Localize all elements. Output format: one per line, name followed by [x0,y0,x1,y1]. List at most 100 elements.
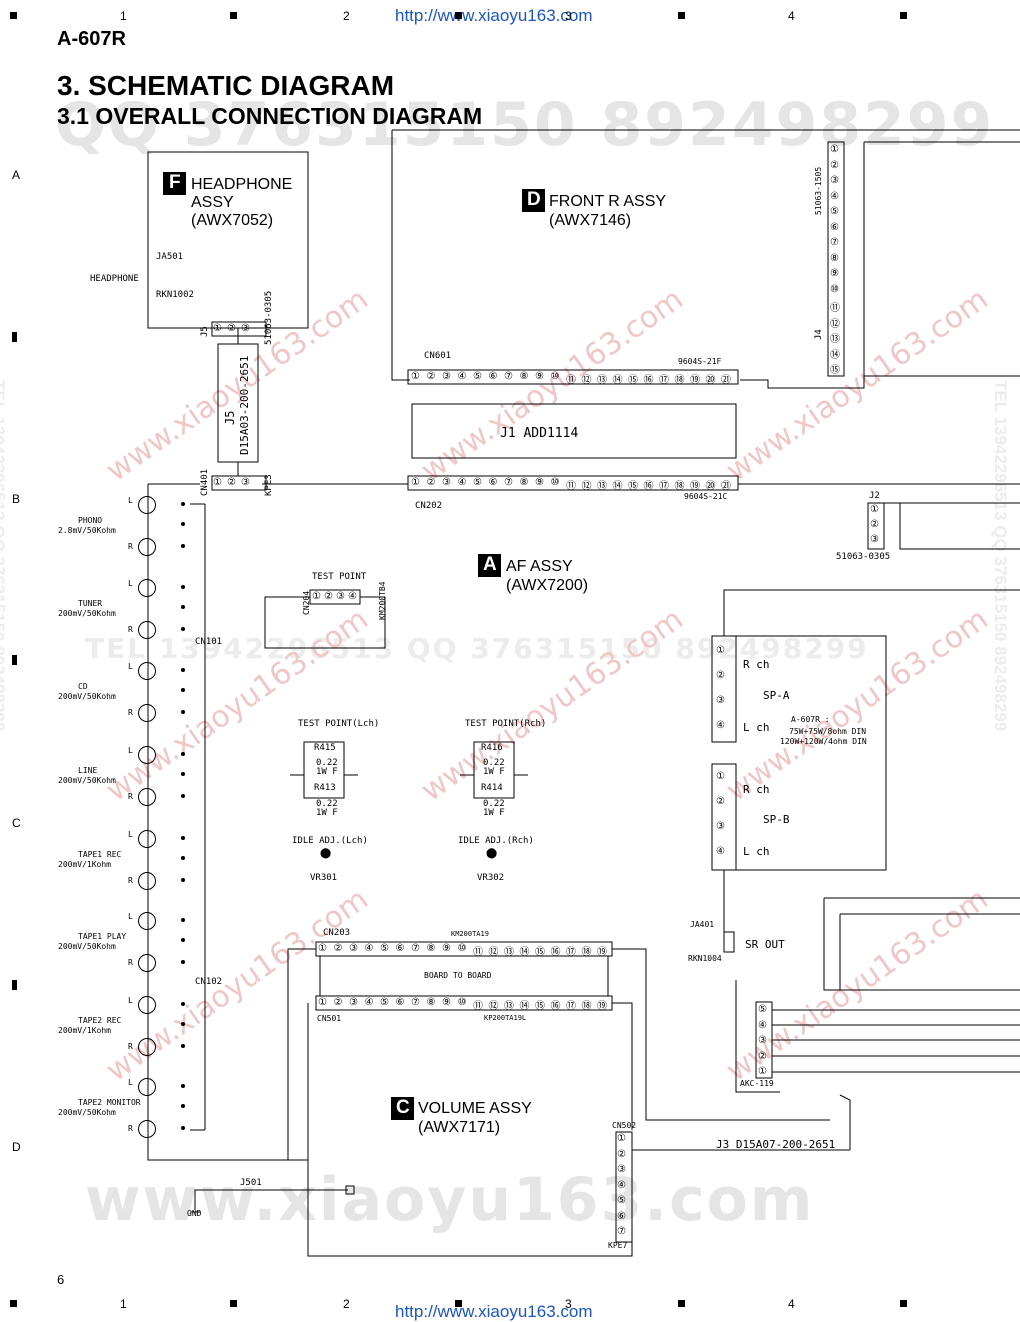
badge-d: D [527,189,541,210]
akc-label: AKC-119 [740,1079,774,1088]
cn203-pin: ⑯ [550,947,561,958]
cn501-pin: ① [318,997,327,1008]
cn501-label: CN501 [317,1014,342,1023]
cn501-pin: ⑦ [411,997,420,1008]
cn601-pin: ⑰ [659,375,669,386]
marker-square [230,1300,237,1307]
j5-top-pin: ① [213,323,222,334]
cn202-pin: ⑧ [519,477,529,488]
front-assy-name: FRONT R ASSY [549,193,667,210]
jack-name: TAPE1 REC [78,850,122,859]
j2-pin: ③ [870,534,879,545]
cn204-part: KM200TB4 [378,581,387,620]
jack-r-label: R [128,625,133,634]
cn601-pin: ⑥ [488,371,498,382]
rca-jack-r-icon [138,1038,156,1056]
jack-r-label: R [128,1042,133,1051]
cn202-pin: ⑫ [581,481,592,492]
test-point-label: TEST POINT [312,572,367,582]
j2-pin: ① [870,504,879,515]
junction-dot [181,502,185,506]
r413-rating: 1W F [316,808,338,818]
j4-pin: ⑤ [830,206,839,217]
jack-spec: 200mV/1Kohm [58,860,111,869]
rca-jack-r-icon [138,788,156,806]
marker-square [678,12,685,19]
col-number-4: 4 [788,9,795,23]
cn203-pin: ⑦ [411,943,420,954]
akc-pin: ③ [758,1035,767,1046]
row-letter-c: C [12,816,21,830]
volume-assy-name: VOLUME ASSY [418,1100,532,1117]
jack-l-label: L [128,662,133,671]
r416-label: R416 [481,743,503,753]
cn601-pin: ① [411,371,420,382]
cn203-label: CN203 [323,928,351,938]
idle-adj-lch: IDLE ADJ.(Lch) [292,836,368,846]
jack-l-label: L [128,496,133,505]
cn203-pin: ⑧ [426,943,436,954]
cn202-pin: ⑤ [473,477,482,488]
j4-label: J4 [814,329,824,340]
cn203-pin: ⑱ [581,947,592,958]
j5-top-pin: ② [227,323,236,334]
sp-a-pin: ③ [716,695,725,706]
cn202-pin: ⑩ [550,477,560,488]
cn202-pin: ㉑ [721,481,731,492]
cn502-pin: ⑦ [617,1226,626,1237]
kpe7-label: KPE7 [608,1241,628,1250]
jack-spec: 200mV/50Kohm [58,776,116,785]
badge-a: A [483,554,497,575]
cn501-pin: ⑭ [519,1001,530,1012]
cn203-pin: ③ [349,943,358,954]
rca-jack-l-icon [138,579,156,597]
cn601-pin: ⑮ [628,375,638,386]
r414-rating: 1W F [483,808,505,818]
junction-dot [181,918,185,922]
url-top[interactable]: http://www.xiaoyu163.com [395,6,593,25]
akc-pin: ② [758,1050,767,1062]
r415-rating: 1W F [316,767,338,777]
cn601-pin: ⑭ [612,375,623,386]
cn601-pin: ⑤ [473,371,482,382]
rca-jack-l-icon [138,912,156,930]
front-assy-part: (AWX7146) [549,212,632,229]
sp-a-pin: ① [716,645,725,656]
cn202-pin: ⑥ [488,477,498,488]
rca-jack-l-icon [138,1078,156,1096]
j2-pin: ② [870,519,879,530]
cn601-pin: ③ [442,371,451,382]
cn202-pin: ⑦ [504,477,513,488]
cn202-pin: ⑨ [535,477,544,488]
cn501-pin: ② [333,997,343,1008]
junction-dot [181,1044,185,1048]
cn502-label: CN502 [612,1121,637,1130]
junction-dot [181,688,185,692]
idle-adj-rch: IDLE ADJ.(Rch) [458,836,534,846]
j5-cable-label: J5 [223,410,237,425]
headphone-assy-part: (AWX7052) [191,212,274,229]
cn202-pin: ⑰ [659,481,669,492]
cn203-pin: ⑰ [566,947,576,958]
junction-dot [181,878,185,882]
watermark-qq: QQ 376315150 892498299 [55,90,995,160]
j4-pin: ④ [830,190,839,202]
spec-line-2: 120W+120W/4ohm DIN [780,737,867,746]
jack-r-label: R [128,708,133,717]
cn202-pin: ⑭ [612,481,623,492]
cn202-pin: ⑬ [597,481,607,492]
jack-l-label: L [128,996,133,1005]
url-bottom[interactable]: http://www.xiaoyu163.com [395,1302,593,1321]
page-number: 6 [57,1272,65,1287]
row-letter-a: A [12,168,21,182]
jack-name: PHONO [78,516,103,525]
cn501-part: KP200TA19L [484,1014,527,1022]
junction-dot [181,794,185,798]
cn202-pin: ⑯ [643,481,654,492]
junction-dot [181,544,185,548]
col-number-1-bottom: 1 [120,1297,127,1311]
cn401-pin: ② [227,477,236,488]
j4-pin: ⑬ [830,334,840,345]
junction-dot [181,836,185,840]
rca-jack-r-icon [138,704,156,722]
